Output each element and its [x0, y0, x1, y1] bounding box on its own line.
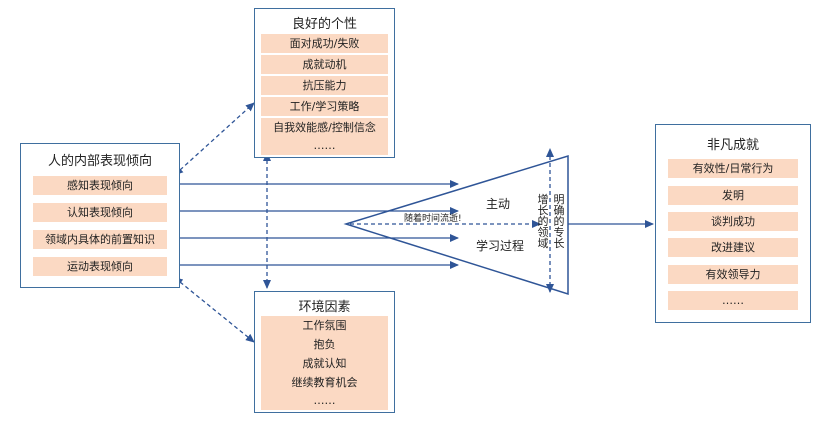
achievement-item: 发明 [668, 186, 798, 205]
triangle-top-label: 主动 [486, 197, 511, 211]
achievement-item: 谈判成功 [668, 212, 798, 231]
time-label: 随着时间流逝! [404, 214, 462, 224]
environment-item: 抱负 [261, 335, 388, 354]
inner-tendency-item: 运动表现倾向 [33, 257, 167, 276]
environment-item: 成就认知 [261, 354, 388, 373]
environment-item: 继续教育机会 [261, 373, 388, 392]
inner-tendency-title: 人的内部表现倾向 [47, 154, 152, 169]
environment-box: 环境因素 工作氛围 抱负 成就认知 继续教育机会 …… [254, 291, 395, 413]
inner-tendency-box: 人的内部表现倾向 感知表现倾向 认知表现倾向 领域内具体的前置知识 运动表现倾向 [20, 143, 180, 288]
inner-tendency-item: 领域内具体的前置知识 [33, 230, 167, 249]
personality-item: 抗压能力 [261, 76, 388, 95]
inner-tendency-item: 认知表现倾向 [33, 203, 167, 222]
dashed-arrow-inner-to-environment [173, 276, 255, 343]
environment-item: …… [261, 391, 388, 410]
personality-title: 良好的个性 [291, 17, 357, 32]
learning-triangle [343, 154, 569, 296]
achievement-item: 有效性/日常行为 [668, 159, 798, 178]
expertise-label: 明确的专长 [553, 193, 565, 250]
growth-domain-label: 增长的领域 [537, 193, 549, 250]
environment-item: 工作氛围 [261, 316, 388, 335]
environment-title: 环境因素 [298, 300, 351, 315]
personality-box: 良好的个性 面对成功/失败 成就动机 抗压能力 工作/学习策略 自我效能感/控制… [254, 8, 395, 158]
achievement-item: …… [668, 291, 798, 310]
personality-item: 面对成功/失败 [261, 34, 388, 53]
achievement-item: 改进建议 [668, 238, 798, 257]
achievement-item: 有效领导力 [668, 265, 798, 284]
personality-item: …… [261, 136, 388, 155]
dashed-arrow-inner-to-personality [174, 102, 255, 176]
achievement-box: 非凡成就 有效性/日常行为 发明 谈判成功 改进建议 有效领导力 …… [655, 124, 811, 323]
personality-item: 工作/学习策略 [261, 97, 388, 116]
triangle-bottom-label: 学习过程 [476, 239, 525, 253]
inner-tendency-item: 感知表现倾向 [33, 176, 167, 195]
achievement-title: 非凡成就 [706, 138, 759, 153]
personality-item: 成就动机 [261, 55, 388, 74]
personality-item: 自我效能感/控制信念 [261, 118, 388, 137]
